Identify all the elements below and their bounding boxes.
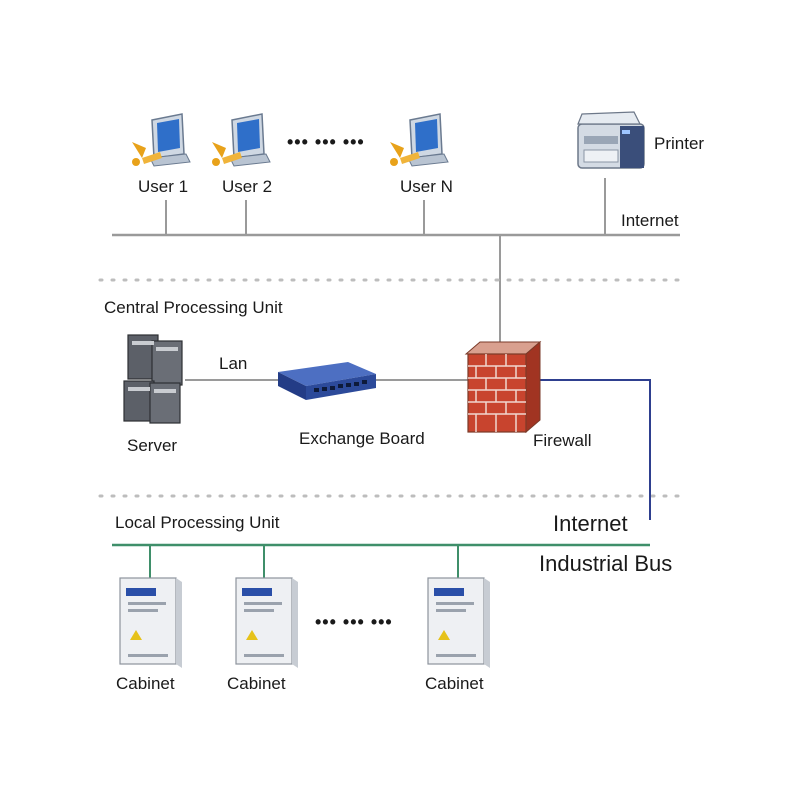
usern-label: User N xyxy=(400,177,453,196)
firewall-label: Firewall xyxy=(533,431,592,450)
user2-computer-icon xyxy=(212,113,271,167)
user1-label: User 1 xyxy=(138,177,189,196)
internet-wan-label: Internet xyxy=(553,511,628,536)
server-icon xyxy=(123,334,183,424)
lan-label: Lan xyxy=(219,354,248,373)
user1-computer-icon xyxy=(132,113,191,167)
cabinet1-label: Cabinet xyxy=(116,674,175,693)
server-label: Server xyxy=(127,436,178,455)
usern-computer-icon xyxy=(390,113,449,167)
cabinet3-icon xyxy=(427,577,490,668)
cabinets-ellipsis: ••• ••• ••• xyxy=(315,612,393,632)
exchange-board-label: Exchange Board xyxy=(299,429,425,448)
printer-icon xyxy=(577,111,645,169)
user2-label: User 2 xyxy=(222,177,273,196)
industrial-bus-label: Industrial Bus xyxy=(539,551,673,576)
cabinet1-icon xyxy=(119,577,182,668)
internet-top-label: Internet xyxy=(621,211,679,230)
wan-link-line xyxy=(538,379,651,520)
exchange-board-icon xyxy=(278,362,376,400)
printer-label: Printer xyxy=(654,134,705,153)
firewall-icon xyxy=(464,340,542,434)
cabinet2-icon xyxy=(235,577,298,668)
central-section-title: Central Processing Unit xyxy=(104,298,283,317)
users-ellipsis: ••• ••• ••• xyxy=(287,132,365,152)
cabinet3-label: Cabinet xyxy=(425,674,484,693)
local-section-title: Local Processing Unit xyxy=(115,513,280,532)
cabinet2-label: Cabinet xyxy=(227,674,286,693)
